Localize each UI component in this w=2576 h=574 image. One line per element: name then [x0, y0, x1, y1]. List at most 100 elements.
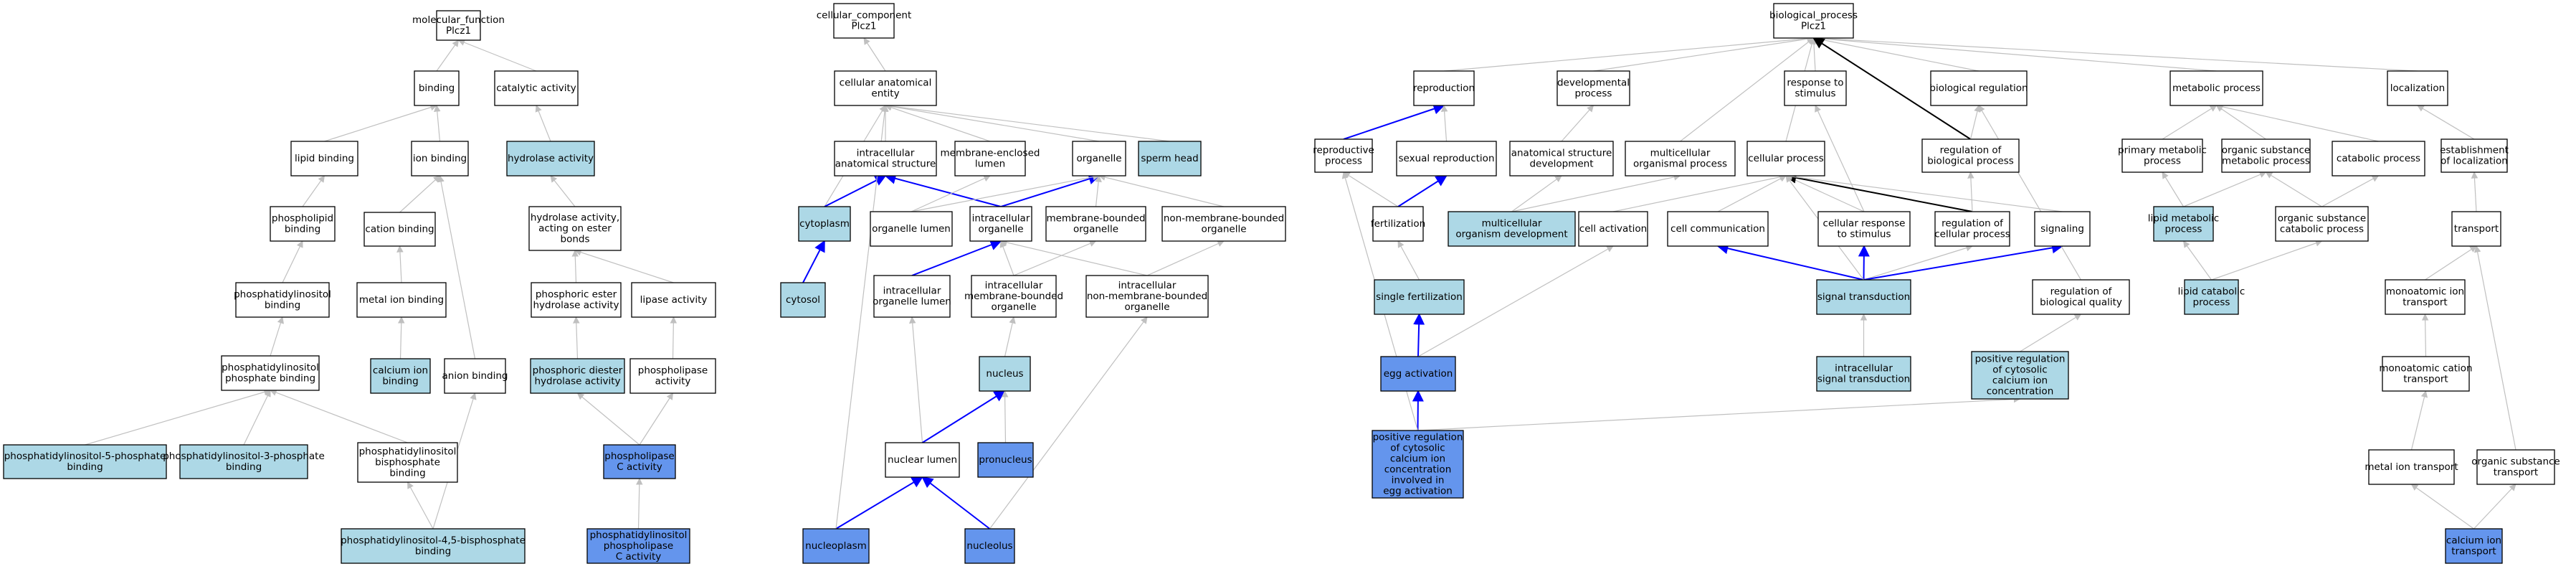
- go-term-node-cellproc[interactable]: cellular process: [1746, 141, 1825, 177]
- edge-lcp-to-lmp: [2182, 240, 2212, 281]
- node-label-line: stimulus: [1795, 88, 1835, 100]
- go-term-node-cationbind[interactable]: cation binding: [363, 212, 436, 247]
- go-term-node-ionbind[interactable]: ion binding: [411, 141, 469, 177]
- go-term-node-anionbind[interactable]: anion binding: [442, 358, 508, 394]
- go-term-node-nucleus[interactable]: nucleus: [979, 356, 1031, 392]
- node-box: [1045, 206, 1146, 242]
- node-box: [2451, 211, 2501, 247]
- go-term-node-fert[interactable]: fertilization: [1371, 206, 1425, 242]
- go-term-node-nucleolus[interactable]: nucleolus: [964, 528, 1015, 564]
- go-term-node-orglumen[interactable]: organelle lumen: [870, 211, 953, 247]
- node-label-line: organelle: [1201, 224, 1246, 235]
- go-term-node-cellcomm[interactable]: cell communication: [1667, 211, 1769, 247]
- edge-rcp-to-rbp: [1967, 171, 1974, 212]
- go-term-node-cytosol[interactable]: cytosol: [780, 282, 826, 318]
- go-term-node-pronucleus[interactable]: pronucleus: [977, 442, 1034, 478]
- go-term-node-catalytic[interactable]: catalytic activity: [494, 70, 579, 106]
- go-term-node-mitr[interactable]: metal ion transport: [2364, 449, 2458, 485]
- go-term-node-metab[interactable]: metabolic process: [2169, 70, 2263, 106]
- go-term-node-nuclumen[interactable]: nuclear lumen: [885, 442, 960, 478]
- go-term-node-catab[interactable]: catabolic process: [2332, 141, 2425, 177]
- edge-cit-to-ostr: [2473, 484, 2516, 530]
- go-term-node-metalbind[interactable]: metal ion binding: [356, 282, 447, 318]
- go-term-node-lipase[interactable]: lipase activity: [631, 282, 716, 318]
- node-box: [1085, 275, 1209, 318]
- edge-sexrep-to-reproduction: [1440, 105, 1448, 142]
- go-term-node-sigtrans[interactable]: signal transduction: [1816, 279, 1911, 315]
- go-term-node-lipidbind[interactable]: lipid binding: [290, 141, 358, 177]
- node-label-line: intracellular: [1835, 363, 1893, 375]
- go-term-node-signaling[interactable]: signaling: [2034, 211, 2091, 247]
- node-box: [977, 442, 1034, 478]
- go-term-node-bioreg[interactable]: biological regulation: [1929, 70, 2028, 106]
- go-term-node-sexrep[interactable]: sexual reproduction: [1396, 141, 1497, 177]
- node-box: [885, 442, 960, 478]
- go-term-node-binding[interactable]: binding: [414, 70, 460, 106]
- go-term-node-cellact[interactable]: cell activation: [1578, 211, 1648, 247]
- go-term-node-cytoplasm[interactable]: cytoplasm: [798, 206, 851, 242]
- node-label-line: organelle lumen: [873, 296, 951, 308]
- go-term-node-inmbo[interactable]: intracellularnon-membrane-boundedorganel…: [1085, 275, 1209, 318]
- go-term-node-organelle[interactable]: organelle: [1072, 141, 1126, 177]
- go-term-node-pi45[interactable]: phosphatidylinositol-4,5-bisphosphatebin…: [341, 528, 526, 564]
- go-term-node-singfert[interactable]: single fertilization: [1374, 279, 1465, 315]
- go-term-node-sperm[interactable]: sperm head: [1138, 141, 1202, 177]
- node-box: [1372, 206, 1424, 242]
- edge-pi45-to-pibis: [407, 481, 434, 530]
- go-term-node-localization[interactable]: localization: [2387, 70, 2448, 106]
- node-label-line: monoatomic cation: [2379, 363, 2472, 375]
- go-term-node-eggact[interactable]: egg activation: [1380, 356, 1456, 392]
- go-term-node-transport[interactable]: transport: [2451, 211, 2501, 247]
- go-term-node-nucleoplasm[interactable]: nucleoplasm: [802, 528, 870, 564]
- go-term-node-hydrolase[interactable]: hydrolase activity: [506, 141, 595, 177]
- go-term-node-reproduction[interactable]: reproduction: [1413, 70, 1475, 106]
